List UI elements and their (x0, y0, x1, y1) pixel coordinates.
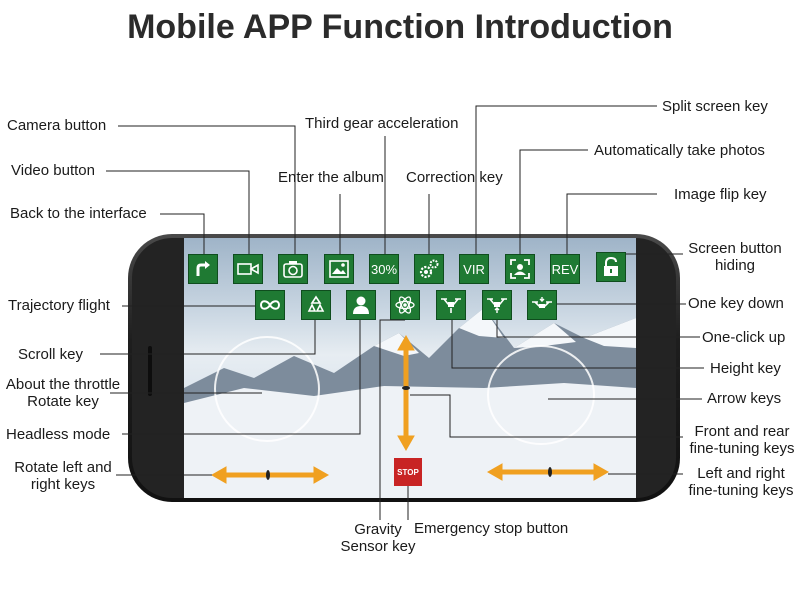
label-auto-photos: Automatically take photos (594, 142, 765, 159)
auto-photo-button[interactable] (505, 254, 535, 284)
scroll-icon (307, 295, 325, 312)
split-screen-button[interactable]: VIR (459, 254, 489, 284)
trajectory-flight-button[interactable] (255, 290, 285, 320)
label-rotate-lr: Rotate left and right keys (4, 459, 122, 493)
back-icon (196, 261, 210, 276)
label-image-flip: Image flip key (674, 186, 767, 203)
label-one-click-up: One-click up (702, 329, 786, 346)
album-icon (329, 260, 349, 278)
phone-side-button (148, 346, 152, 396)
label-rotate-lr-line2: right keys (30, 476, 96, 493)
label-gravity-line1: Gravity (354, 521, 402, 538)
video-icon (237, 263, 259, 275)
lr-tuning-arrow-handle (548, 467, 552, 477)
throttle-arrow-handle (402, 386, 410, 390)
label-video-button: Video button (11, 162, 95, 179)
label-back-to-interface: Back to the interface (10, 205, 147, 222)
trajectory-icon (259, 300, 281, 310)
label-front-rear-line1: Front and rear (694, 423, 790, 440)
left-joystick-ring[interactable] (214, 336, 320, 442)
emergency-stop-button[interactable]: STOP (394, 458, 422, 486)
screen-hide-button[interactable] (596, 252, 626, 282)
label-front-rear-line2: fine-tuning keys (689, 440, 795, 457)
label-third-gear: Third gear acceleration (305, 115, 459, 132)
drone-down-icon (532, 297, 552, 308)
label-correction-key: Correction key (406, 169, 503, 186)
label-throttle-line2: Rotate key (27, 393, 99, 410)
height-key-button[interactable] (436, 290, 466, 320)
headless-icon (353, 296, 369, 314)
lock-icon (604, 257, 618, 276)
scroll-button[interactable] (301, 290, 331, 320)
label-split-screen: Split screen key (662, 98, 768, 115)
camera-icon (283, 261, 303, 278)
label-screen-hiding-line1: Screen button (688, 240, 782, 257)
label-screen-hiding: Screen button hiding (684, 240, 786, 274)
back-button[interactable] (188, 254, 218, 284)
label-gravity-line2: Sensor key (340, 538, 416, 555)
label-arrow-keys: Arrow keys (707, 390, 782, 407)
label-gravity-sensor: Gravity Sensor key (332, 521, 424, 555)
one-key-down-button[interactable] (527, 290, 557, 320)
label-height-key: Height key (710, 360, 781, 377)
speed-button[interactable]: 30% (369, 254, 399, 284)
auto-photo-icon (510, 259, 530, 279)
label-lr-tuning-line1: Left and right (697, 465, 785, 482)
throttle-arrow (397, 334, 415, 452)
camera-button[interactable] (278, 254, 308, 284)
drone-up-icon (487, 298, 507, 313)
label-throttle-line1: About the throttle (5, 376, 121, 393)
label-throttle: About the throttle Rotate key (0, 376, 126, 410)
image-flip-button[interactable]: REV (550, 254, 580, 284)
gear-icon (419, 259, 439, 279)
album-button[interactable] (324, 254, 354, 284)
label-scroll-key: Scroll key (18, 346, 84, 363)
label-emergency-stop: Emergency stop button (414, 520, 569, 537)
page-title: Mobile APP Function Introduction (127, 8, 673, 46)
gravity-sensor-button[interactable] (390, 290, 420, 320)
correction-button[interactable] (414, 254, 444, 284)
label-lr-tuning: Left and right fine-tuning keys (684, 465, 798, 499)
label-one-key-down: One key down (688, 295, 784, 312)
label-trajectory-flight: Trajectory flight (8, 297, 110, 314)
label-front-rear: Front and rear fine-tuning keys (686, 423, 798, 457)
one-click-up-button[interactable] (482, 290, 512, 320)
label-enter-album: Enter the album (278, 169, 384, 186)
drone-height-icon (441, 298, 461, 313)
right-joystick-ring[interactable] (487, 345, 595, 445)
label-rotate-lr-line1: Rotate left and (14, 459, 112, 476)
label-lr-tuning-line2: fine-tuning keys (688, 482, 794, 499)
video-button[interactable] (233, 254, 263, 284)
headless-mode-button[interactable] (346, 290, 376, 320)
gravity-icon (395, 296, 415, 314)
label-screen-hiding-line2: hiding (714, 257, 756, 274)
rotate-arrow-handle (266, 470, 270, 480)
label-headless-mode: Headless mode (6, 426, 111, 443)
label-camera-button: Camera button (7, 117, 107, 134)
